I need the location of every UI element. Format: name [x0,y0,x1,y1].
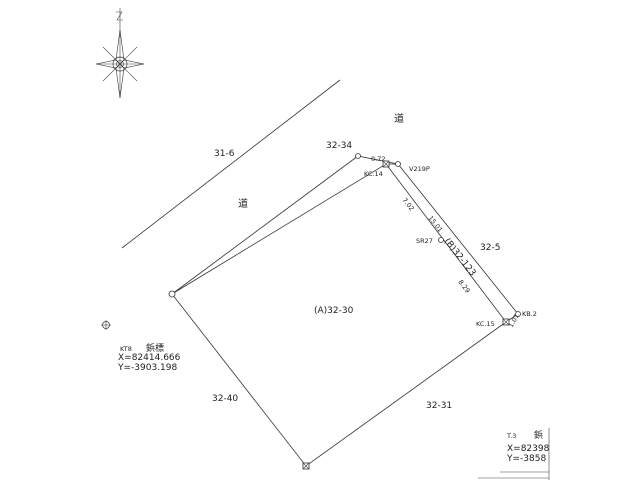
parcel-label-32-5: 32-5 [480,243,500,253]
parcel-label-32-40: 32-40 [212,394,238,404]
survey-point [438,237,444,243]
benchmark-x: X=82398 [507,444,550,454]
road-edge-line [121,79,341,249]
point-label-v219p: V219P [409,165,430,173]
benchmark-x: X=82414.666 [118,353,181,363]
point-label-kb2: KB.2 [522,310,537,318]
benchmark-name: KT8 [120,345,132,353]
crosshair-icon [101,320,111,330]
survey-point [355,153,361,159]
parcel-label-main: (A)32-30 [314,306,354,316]
benchmark-type: 鋲標 [146,342,164,354]
parcel-label-32-31: 32-31 [426,401,452,411]
parcel-label-32-34: 32-34 [326,141,352,151]
road-label: 道 [238,197,248,210]
dimension-label: 15.01 [426,214,444,234]
road-label: 道 [394,112,404,125]
strip-boundary [397,163,519,315]
parcel-label-strip: (B)32-123 [442,237,478,279]
survey-point [515,311,521,317]
benchmark-type: 鋲 [534,429,543,441]
survey-point [168,290,176,298]
compass-rose-icon [95,8,145,99]
dimension-label: 8.29 [456,278,471,294]
benchmark-y: Y=-3903.198 [117,363,178,373]
benchmark-y: Y=-3858 [506,454,546,464]
road-edge-line [357,155,399,165]
dimension-label: 7.02 [400,196,415,212]
road-edge-line [171,155,359,295]
benchmark-name: T.3 [506,432,516,440]
dimension-label: 0.72 [371,155,385,163]
point-label-kc14: KC.14 [364,170,383,178]
survey-point [395,161,401,167]
point-label-kc15: KC.15 [476,320,495,328]
point-label-sr27: SR27 [416,237,433,245]
parcel-label-31-6: 31-6 [214,149,235,159]
